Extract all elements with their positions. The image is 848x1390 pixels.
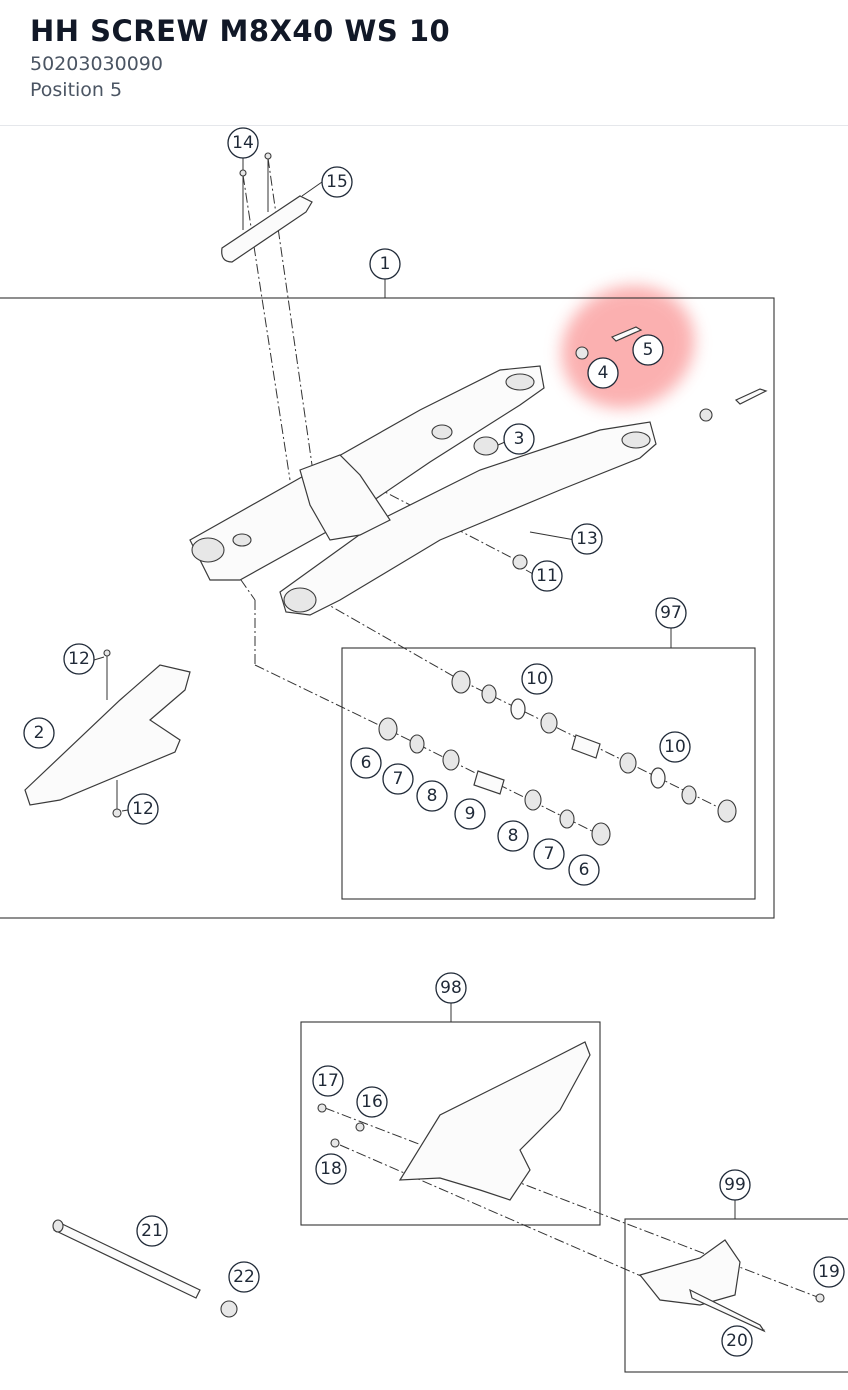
svg-text:12: 12 (132, 799, 154, 819)
svg-text:16: 16 (361, 1092, 383, 1112)
svg-text:10: 10 (664, 737, 686, 757)
part-number: 50203030090 (30, 53, 163, 75)
group-box-1 (0, 297, 775, 919)
bearing-set (378, 670, 737, 846)
part-3-cap (473, 436, 499, 456)
callout-8-left[interactable]: 8 (416, 780, 448, 812)
callout-21[interactable]: 21 (136, 1215, 168, 1247)
callout-13[interactable]: 13 (571, 523, 603, 555)
svg-text:7: 7 (393, 769, 404, 789)
rear-chain-guard (317, 1041, 591, 1201)
part-5-screw (610, 326, 643, 342)
svg-text:10: 10 (526, 669, 548, 689)
callout-17[interactable]: 17 (312, 1065, 344, 1097)
svg-text:17: 17 (317, 1071, 339, 1091)
callout-7-left[interactable]: 7 (382, 763, 414, 795)
chain-slider-upper (221, 195, 313, 263)
part-title: HH SCREW M8X40 WS 10 (30, 14, 451, 48)
callout-8-right[interactable]: 8 (497, 820, 529, 852)
callout-2[interactable]: 2 (23, 717, 55, 749)
svg-text:15: 15 (326, 172, 348, 192)
callout-22[interactable]: 22 (228, 1261, 260, 1293)
part-4-washer (575, 346, 589, 360)
callout-14[interactable]: 14 (227, 127, 259, 159)
group-box-97 (341, 647, 756, 900)
callout-99[interactable]: 99 (719, 1169, 751, 1201)
callout-9[interactable]: 9 (454, 798, 486, 830)
callout-19[interactable]: 19 (813, 1256, 845, 1288)
chain-guard (24, 649, 191, 818)
callout-97[interactable]: 97 (655, 597, 687, 629)
svg-text:20: 20 (726, 1331, 748, 1351)
chain-guide (638, 1239, 825, 1333)
callout-10-right[interactable]: 10 (659, 731, 691, 763)
callout-7-right[interactable]: 7 (533, 838, 565, 870)
svg-text:14: 14 (232, 133, 254, 153)
exploded-parts-diagram: 14 15 1 5 4 3 13 11 97 12 2 12 10 10 6 7… (0, 127, 848, 1373)
axle-nut (220, 1300, 238, 1318)
callout-12-top[interactable]: 12 (63, 643, 95, 675)
callout-11[interactable]: 11 (531, 560, 563, 592)
svg-text:6: 6 (579, 860, 590, 880)
callout-18[interactable]: 18 (315, 1153, 347, 1185)
svg-text:98: 98 (440, 978, 462, 998)
svg-text:5: 5 (643, 340, 654, 360)
part-11-nut (512, 554, 528, 570)
part-position: Position 5 (30, 79, 123, 101)
svg-text:19: 19 (818, 1262, 840, 1282)
svg-text:8: 8 (427, 786, 438, 806)
svg-text:9: 9 (465, 804, 476, 824)
callout-5[interactable]: 5 (632, 334, 664, 366)
svg-text:8: 8 (508, 826, 519, 846)
svg-text:1: 1 (380, 254, 391, 274)
rear-bolt (734, 388, 768, 405)
callout-1[interactable]: 1 (369, 248, 401, 280)
svg-text:2: 2 (34, 723, 45, 743)
svg-text:22: 22 (233, 1267, 255, 1287)
callout-4[interactable]: 4 (587, 357, 619, 389)
svg-text:7: 7 (544, 844, 555, 864)
callout-6-left[interactable]: 6 (350, 747, 382, 779)
svg-text:18: 18 (320, 1159, 342, 1179)
callout-12-bottom[interactable]: 12 (127, 793, 159, 825)
rear-axle (53, 1221, 201, 1299)
callout-98[interactable]: 98 (435, 972, 467, 1004)
callout-16[interactable]: 16 (356, 1086, 388, 1118)
svg-text:11: 11 (536, 566, 558, 586)
selected-part-highlight (561, 285, 695, 409)
svg-text:12: 12 (68, 649, 90, 669)
svg-text:99: 99 (724, 1175, 746, 1195)
callout-3[interactable]: 3 (503, 423, 535, 455)
svg-text:6: 6 (361, 753, 372, 773)
svg-text:13: 13 (576, 529, 598, 549)
callout-10-left[interactable]: 10 (521, 663, 553, 695)
callout-20[interactable]: 20 (721, 1325, 753, 1357)
svg-text:21: 21 (141, 1221, 163, 1241)
group-box-99 (624, 1218, 848, 1373)
svg-text:4: 4 (598, 363, 609, 383)
svg-text:3: 3 (514, 429, 525, 449)
swingarm (189, 365, 657, 616)
callout-6-right[interactable]: 6 (568, 854, 600, 886)
svg-text:97: 97 (660, 603, 682, 623)
callout-15[interactable]: 15 (321, 166, 353, 198)
part-header: HH SCREW M8X40 WS 10 50203030090 Positio… (0, 0, 848, 126)
